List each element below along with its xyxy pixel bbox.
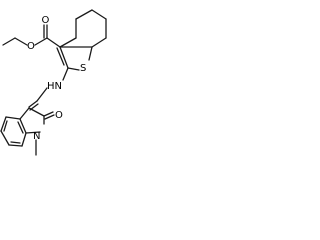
oxindole-lactam-ring xyxy=(19,107,55,134)
molecule-structure: O O S HN O N xyxy=(0,9,107,156)
bond xyxy=(2,37,16,46)
bond xyxy=(21,132,27,147)
bond xyxy=(0,130,10,146)
carbonyl-oxygen-label: O xyxy=(55,110,63,121)
bond xyxy=(56,47,65,66)
bond xyxy=(28,100,38,108)
bond xyxy=(91,9,107,20)
bond xyxy=(28,107,45,117)
cyclohexane-ring xyxy=(59,9,107,48)
bond xyxy=(3,120,8,132)
ester-oxygen-label: O xyxy=(27,41,35,52)
bond xyxy=(19,118,27,134)
ring-nitrogen-label: N xyxy=(33,131,40,142)
amine-nh-label: HN xyxy=(47,81,62,92)
bond xyxy=(59,46,69,69)
bond xyxy=(75,9,93,20)
bond xyxy=(46,37,61,48)
bond xyxy=(62,67,69,81)
bond xyxy=(19,107,30,120)
bond xyxy=(67,67,80,71)
bond xyxy=(43,111,54,117)
bond xyxy=(88,46,93,61)
bond xyxy=(8,144,23,147)
bond xyxy=(25,131,41,134)
sulfur-atom-label: S xyxy=(80,63,86,74)
bond xyxy=(34,37,48,46)
bond xyxy=(36,87,48,102)
bond xyxy=(0,116,7,132)
bond xyxy=(59,37,77,48)
bond xyxy=(10,141,21,144)
bond xyxy=(5,116,21,120)
ethyl-ester-group xyxy=(2,24,61,48)
thiophene-ring xyxy=(56,46,93,71)
bond xyxy=(17,121,24,134)
bond xyxy=(14,37,28,46)
bond xyxy=(91,37,107,48)
bond xyxy=(44,114,55,120)
ester-oxygen-label: O xyxy=(42,15,50,26)
benzene-ring xyxy=(0,116,27,147)
